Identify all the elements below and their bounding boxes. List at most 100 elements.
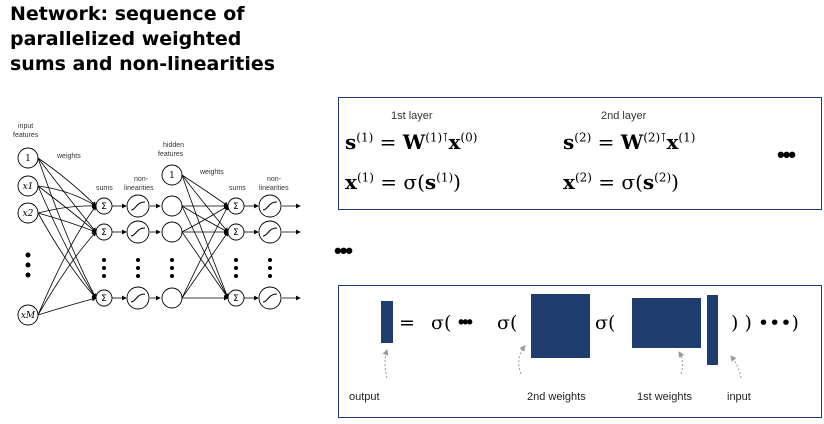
matrix-ellipsis: ••• <box>458 312 473 332</box>
eq-equals: = <box>597 130 615 154</box>
sigmoid-node-1-1 <box>126 194 150 218</box>
matrix-closing: ) ) •••) <box>731 312 799 334</box>
layer1-label: 1st layer <box>391 110 433 122</box>
input-features-line1: input <box>18 123 33 130</box>
matrix-equals: = <box>399 312 415 334</box>
eq-s2-W: W <box>620 130 644 154</box>
input-arrow <box>730 355 742 379</box>
sigmoid-curve-icon <box>262 201 278 211</box>
eq-s1-lhs: s <box>345 130 357 154</box>
middle-ellipsis: ••• <box>334 238 353 263</box>
sigma-open-1: σ( <box>431 312 452 334</box>
sum-symbol: Σ <box>233 294 239 304</box>
output-arrow <box>382 349 389 379</box>
eq-s2-sup: (2) <box>574 130 592 145</box>
eq-x1-sigma: = σ( <box>380 170 425 194</box>
input-label: input <box>727 391 751 403</box>
sigmoid-node-2-1 <box>258 194 282 218</box>
sum-symbol: Σ <box>101 228 107 238</box>
eq-s1-xsup: (0) <box>460 130 478 145</box>
eq-x1-s: s <box>424 170 437 194</box>
nonlin-1-label: non-linearities <box>124 176 154 192</box>
sigma-open-3: σ( <box>595 312 616 334</box>
sums-2-label: sums <box>229 185 246 192</box>
hidden-node-bias-label: 1 <box>169 171 175 181</box>
matrix-arrows <box>382 345 742 379</box>
sum-node-2-3 <box>227 289 245 307</box>
eq-x2-sigma: = σ( <box>598 170 643 194</box>
sigmoid-curve-icon <box>262 293 278 303</box>
weights-1-label: weights <box>56 153 81 160</box>
sigmoid-node-1-3 <box>126 286 150 310</box>
input-node-bias-label: 1 <box>25 154 31 164</box>
nonlin-2-line2: linearities <box>259 185 289 192</box>
eq-s2-lhs: s <box>563 130 575 154</box>
eq-close-paren: ) <box>453 170 461 194</box>
eq-close-paren: ) <box>671 170 679 194</box>
sums-1-label: sums <box>96 185 113 192</box>
sum-node-2-1 <box>227 197 245 215</box>
eq-s1-W: W <box>402 130 426 154</box>
page-title: Network: sequence of parallelized weight… <box>10 2 310 77</box>
input-node-bias <box>17 147 39 169</box>
sum-node-1-3 <box>95 289 113 307</box>
layer2-label: 2nd layer <box>601 110 647 122</box>
eq-x2-lhs: x <box>563 170 575 194</box>
eq-s1-sup: (1) <box>356 130 374 145</box>
sum-symbol: Σ <box>101 202 107 212</box>
sigmoid-curve-icon <box>130 227 146 237</box>
sum-node-1-2 <box>95 223 113 241</box>
eq-x2-sup: (2) <box>574 170 592 185</box>
weights-2-label: weights <box>199 169 224 176</box>
sigmoid-curve-icon <box>130 293 146 303</box>
output-vector <box>381 301 393 343</box>
network-diagram: input features weights sums non-lineariti… <box>13 123 301 326</box>
input-node-x1-label: x1 <box>23 182 34 192</box>
input-node-x2 <box>17 202 39 224</box>
eq-s2-Wsup: (2)⊺ <box>643 130 667 145</box>
second-weights-matrix <box>531 294 590 358</box>
eq-x1: x(1) = σ(s(1)) <box>345 170 461 194</box>
weights1-arrow <box>678 351 685 375</box>
eq-equals: = <box>379 130 397 154</box>
eq-s2-xsup: (1) <box>678 130 696 145</box>
sum-symbol: Σ <box>101 294 107 304</box>
hidden-node-bias <box>161 164 183 186</box>
hidden-node-2 <box>161 221 183 243</box>
nonlin-1-line2: linearities <box>124 185 154 192</box>
title-line-1: Network: sequence of <box>10 3 245 25</box>
sum-node-2-2 <box>227 223 245 241</box>
weights1-label: 1st weights <box>637 391 693 403</box>
sum-symbol: Σ <box>233 228 239 238</box>
sigmoid-curve-icon <box>262 227 278 237</box>
sigmoid-curve-icon <box>130 201 146 211</box>
input-node-x2-label: x2 <box>23 209 34 219</box>
input-features-label: input features <box>13 123 39 139</box>
layers-ellipsis: ••• <box>777 142 796 167</box>
title-line-2: parallelized weighted <box>10 28 242 50</box>
nonlin-1-line1: non- <box>134 176 149 183</box>
weights2-label: 2nd weights <box>527 391 586 403</box>
eq-x1-ssup: (1) <box>436 170 454 185</box>
output-label: output <box>349 391 380 403</box>
sigmoid-node-2-2 <box>258 220 282 244</box>
eq-s1-Wsup: (1)⊺ <box>425 130 449 145</box>
input-vector <box>707 295 718 365</box>
eq-s1-x: x <box>448 130 461 154</box>
nonlin-2-line1: non- <box>267 176 282 183</box>
eq-x2-s: s <box>642 170 655 194</box>
eq-x1-lhs: x <box>345 170 357 194</box>
hidden-line2: features <box>158 151 184 158</box>
input-node-xM <box>17 304 39 326</box>
sigmoid-node-2-3 <box>258 286 282 310</box>
input-features-line2: features <box>13 132 39 139</box>
input-node-x1 <box>17 175 39 197</box>
eq-s1: s(1) = W(1)⊺x(0) <box>345 130 477 154</box>
title-line-3: sums and non-linearities <box>10 53 276 75</box>
weights2-arrow <box>518 345 526 375</box>
sum-symbol: Σ <box>233 202 239 212</box>
eq-x2-ssup: (2) <box>654 170 672 185</box>
nonlin-2-label: non-linearities <box>259 176 289 192</box>
sigmoid-node-1-2 <box>126 220 150 244</box>
